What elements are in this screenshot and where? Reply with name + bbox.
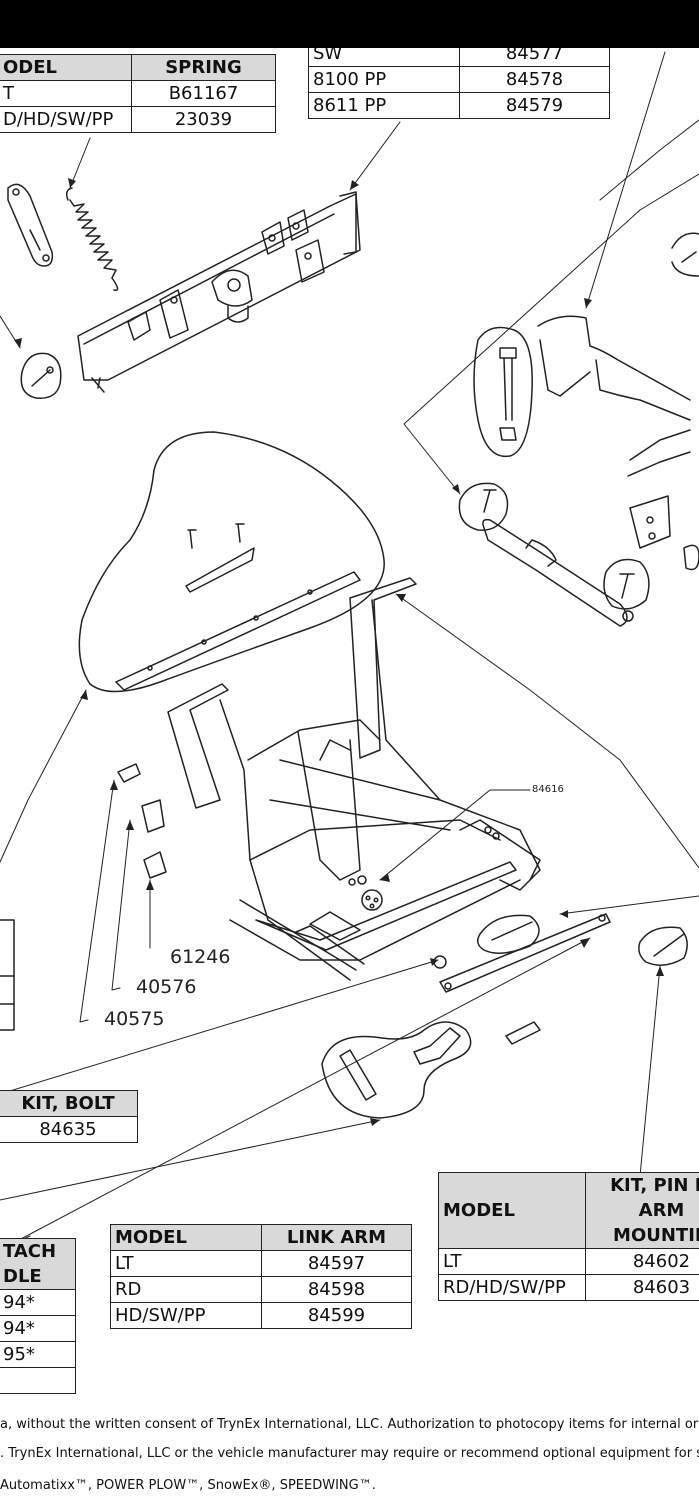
- link-arm-table: MODEL LINK ARM LT 84597 RD 84598 HD/SW/P…: [110, 1224, 412, 1329]
- leader-lines: [0, 51, 699, 1251]
- pivot-pin-bubble: [458, 482, 509, 531]
- attach-cell: 95*: [0, 1341, 76, 1368]
- cylinder-pin-bubble: [603, 558, 650, 610]
- link-arm-header-link-arm: LINK ARM: [261, 1224, 412, 1251]
- partial-table-edge: [0, 919, 15, 1031]
- pin-link-header-model: MODEL: [438, 1172, 586, 1249]
- spring-part: [65, 187, 119, 291]
- hitch-table: SW 84577 8100 PP 84578 8611 PP 84579: [308, 40, 610, 119]
- bolt-kit-header: KIT, BOLT: [0, 1090, 138, 1117]
- attach-cell: 94*: [0, 1289, 76, 1316]
- leader-arrowheads: [14, 178, 664, 1126]
- attach-header-line1: TACH: [0, 1238, 76, 1264]
- connector-parts: [117, 763, 167, 879]
- link-arm-cell: RD: [110, 1276, 262, 1303]
- attach-handle-table: TACH DLE 94* 94* 95*: [0, 1238, 76, 1394]
- callout-40575: 40575: [104, 1008, 165, 1030]
- link-arm-header-model: MODEL: [110, 1224, 262, 1251]
- spring-table-header-model: ODEL: [0, 54, 132, 81]
- cover-plate-bubble: [78, 431, 385, 693]
- callout-61246: 61246: [170, 946, 231, 968]
- spring-table: ODEL SPRING T B61167 D/HD/SW/PP 23039: [0, 54, 276, 133]
- bolt-kit-value: 84635: [0, 1116, 138, 1143]
- callout-84616: 84616: [532, 784, 564, 795]
- pin-link-cell: 84603: [585, 1274, 699, 1301]
- bolt-kit-table: KIT, BOLT 84635: [0, 1090, 138, 1143]
- hitch-table-cell: 8100 PP: [308, 66, 460, 93]
- pin-link-header-line2: ARM: [585, 1198, 699, 1223]
- attach-cell: [0, 1367, 76, 1394]
- link-arm-mount-part: [537, 315, 691, 549]
- clevis-pin-bubble: [20, 352, 62, 399]
- attach-cell: 94*: [0, 1315, 76, 1342]
- callout-40576: 40576: [136, 976, 197, 998]
- link-arm-cell: 84599: [261, 1302, 412, 1329]
- pin-link-table: MODEL KIT, PIN LI ARM MOUNTIN LT 84602 R…: [438, 1172, 699, 1301]
- pin-link-header-line1: KIT, PIN LI: [585, 1172, 699, 1198]
- edge-pin-bubble: [671, 232, 699, 277]
- pin-link-cell: 84602: [585, 1248, 699, 1275]
- main-frame-part: [167, 577, 541, 981]
- spring-table-cell: 23039: [131, 106, 276, 133]
- link-bracket-part: [7, 183, 54, 267]
- hitch-table-cell: 84579: [459, 92, 610, 119]
- hitch-crossbar-part: [77, 191, 361, 393]
- edge-fitting-part: [683, 544, 699, 571]
- pin-link-cell: LT: [438, 1248, 586, 1275]
- link-arm-cell: HD/SW/PP: [110, 1302, 262, 1329]
- top-bar-overlay: [0, 0, 699, 48]
- spring-table-header-spring: SPRING: [131, 54, 276, 81]
- bent-link-bubble: [321, 1021, 541, 1119]
- bolt-bubble: [473, 326, 533, 458]
- attach-header-line2: DLE: [0, 1264, 76, 1290]
- spring-table-cell: B61167: [131, 80, 276, 107]
- spring-table-cell: D/HD/SW/PP: [0, 106, 132, 133]
- bolt-kit-bubble: [433, 914, 540, 969]
- spring-table-cell: T: [0, 80, 132, 107]
- pin-link-cell: RD/HD/SW/PP: [438, 1274, 586, 1301]
- footer-line-1: a, without the written consent of TrynEx…: [0, 1417, 699, 1432]
- footer-line-3: Automatixx™, POWER PLOW™, SnowEx®, SPEED…: [0, 1478, 376, 1493]
- link-arm-cell: 84597: [261, 1250, 412, 1277]
- pin-link-table-clip: MODEL KIT, PIN LI ARM MOUNTIN LT 84602 R…: [438, 1172, 699, 1314]
- hitch-table-cell: 84578: [459, 66, 610, 93]
- link-pin-bubble: [638, 926, 688, 966]
- link-arm-cell: LT: [110, 1250, 262, 1277]
- footer-line-2: . TrynEx International, LLC or the vehic…: [0, 1446, 699, 1461]
- hydraulic-cylinder-part: [482, 518, 634, 627]
- pin-link-header-line3: MOUNTIN: [585, 1223, 699, 1249]
- link-arm-cell: 84598: [261, 1276, 412, 1303]
- hitch-table-cell: 8611 PP: [308, 92, 460, 119]
- link-arm-part: [439, 913, 611, 993]
